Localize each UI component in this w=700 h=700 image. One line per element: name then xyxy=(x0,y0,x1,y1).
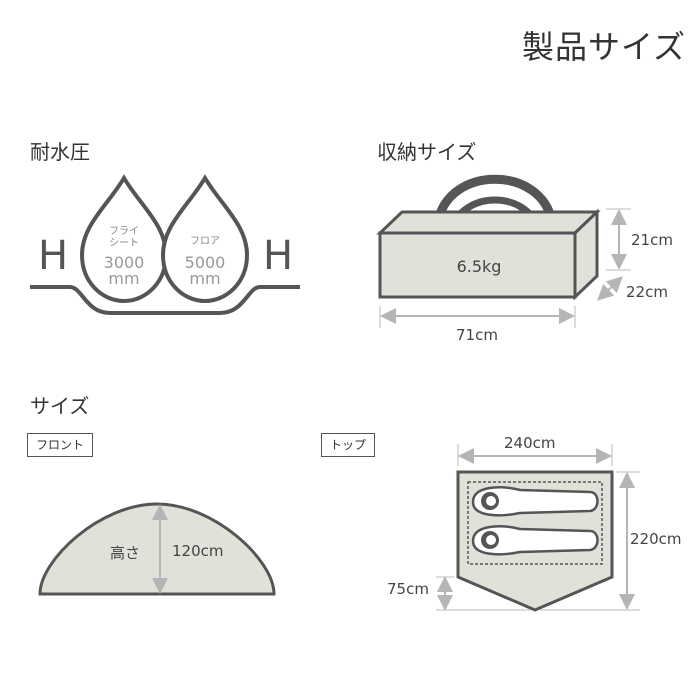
inner-tent-dashed xyxy=(467,481,603,565)
front-height-name: 高さ xyxy=(110,544,141,562)
bag-top-face xyxy=(376,210,601,235)
storage-heading: 収納サイズ xyxy=(377,140,477,164)
top-length-label: 220cm xyxy=(630,530,682,548)
water-pressure-figure: フライ シート 3000 mm フロア 5000 mm xyxy=(30,174,300,315)
floor-unit: mm xyxy=(189,269,220,288)
front-height-value: 120cm xyxy=(172,542,224,560)
tent-front-dome xyxy=(38,502,276,596)
vestibule-label: 75cm xyxy=(387,580,429,598)
page-title: 製品サイズ xyxy=(521,28,686,66)
top-label-box: トップ xyxy=(321,433,376,457)
bag-weight: 6.5kg xyxy=(457,257,502,276)
storage-width-label: 71cm xyxy=(456,326,498,344)
fly-unit: mm xyxy=(108,269,139,288)
front-label-box: フロント xyxy=(27,433,94,457)
fly-name-line1: フライ xyxy=(109,225,139,237)
water-pressure-heading: 耐水圧 xyxy=(30,140,90,164)
storage-depth-label: 22cm xyxy=(626,283,668,301)
fly-name-line2: シート xyxy=(109,238,139,249)
h-letter-left: H xyxy=(38,233,69,279)
sleeping-bag-icon xyxy=(471,525,599,556)
h-letter-right: H xyxy=(263,233,294,279)
storage-height-label: 21cm xyxy=(631,231,673,249)
size-heading: サイズ xyxy=(30,394,90,418)
storage-bag-figure: 6.5kg xyxy=(376,174,631,328)
front-view-figure xyxy=(38,502,276,596)
floor-drop-icon xyxy=(160,174,250,304)
bag-handle-outer xyxy=(433,174,557,224)
fly-value: 3000 xyxy=(104,253,145,272)
sleeping-bag-icon xyxy=(471,486,599,517)
fly-sheet-drop-icon xyxy=(79,174,169,304)
top-view-figure xyxy=(436,444,640,612)
floor-name: フロア xyxy=(190,236,220,247)
depth-arrow xyxy=(597,276,623,301)
ground-line xyxy=(30,285,300,315)
top-width-label: 240cm xyxy=(504,434,556,452)
floor-value: 5000 xyxy=(185,253,226,272)
bag-front-face xyxy=(378,231,577,299)
